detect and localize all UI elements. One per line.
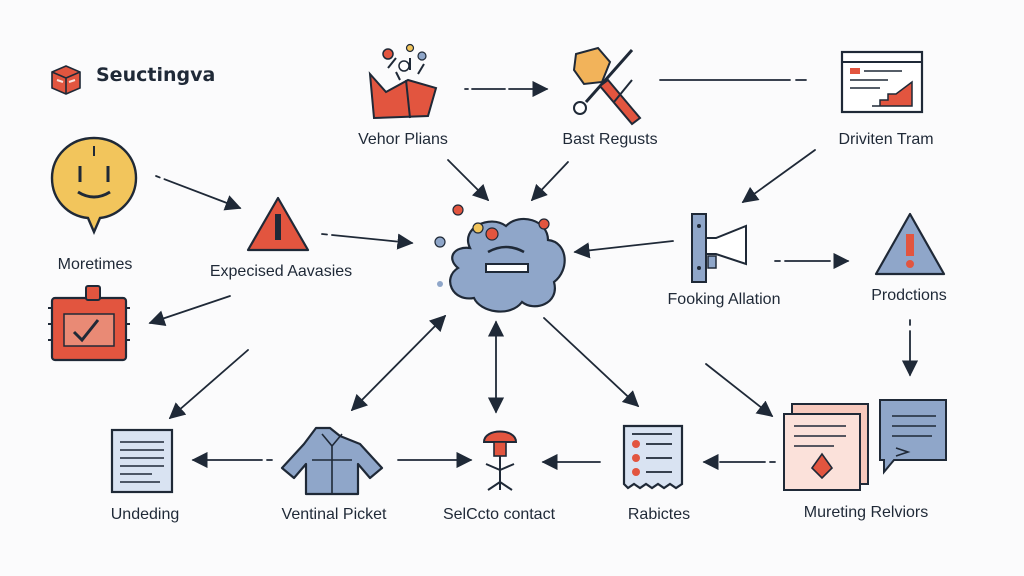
shirt-icon (280, 426, 384, 496)
label-ventinal-picket: Ventinal Picket (281, 506, 387, 523)
edge-to-undeding (168, 349, 249, 420)
label-prodctions: Prodctions (871, 287, 947, 304)
edge-expecised-to-certificate (148, 295, 231, 327)
smiley-badge-icon (50, 136, 138, 236)
label-rabictes: Rabictes (627, 506, 691, 523)
certificate-icon (48, 285, 130, 362)
mushroom-sprout-icon (482, 430, 518, 491)
cloud-face-icon (434, 204, 566, 313)
megaphone-icon (691, 213, 747, 283)
label-driviten-tram: Driviten Tram (838, 131, 934, 148)
edge-cloud-to-ventinal (350, 314, 447, 412)
cube-logo-icon (51, 65, 81, 95)
label-vehor-plians: Vehor Plians (358, 131, 448, 148)
edges (148, 79, 919, 471)
documents-stack-icon (783, 399, 947, 491)
brand: Seuctingva (52, 64, 215, 86)
wrench-tools-icon (572, 46, 642, 126)
label-selccto-contact: SelCcto contact (442, 506, 556, 523)
edge-cloud-to-rabictes (543, 317, 640, 408)
label-mureting-relviors: Mureting Relviors (803, 504, 929, 521)
edge-cloud-to-mureting (705, 363, 774, 418)
browser-chart-icon (840, 50, 924, 114)
label-fooking-allation: Fooking Allation (667, 291, 781, 308)
document-icon (110, 428, 174, 494)
label-bast-regusts: Bast Regusts (562, 131, 658, 148)
label-moretimes: Moretimes (57, 256, 133, 273)
checklist-icon (622, 424, 684, 490)
edge-vehor-to-cloud (447, 159, 490, 202)
edge-driviten-to-fooking (741, 149, 816, 203)
label-undeding: Undeding (110, 506, 180, 523)
edge-fooking-to-cloud (573, 240, 674, 259)
label-expecised-aavasies: Expecised Aavasies (209, 263, 353, 280)
brand-name: Seuctingva (96, 64, 216, 86)
folder-sparks-icon (368, 43, 438, 120)
warning-icon (246, 196, 310, 252)
edge-moretimes-to-expecised (155, 175, 242, 211)
warning-icon (874, 212, 946, 276)
edge-bast-to-cloud (530, 161, 569, 202)
edge-expecised-to-cloud (321, 233, 414, 250)
